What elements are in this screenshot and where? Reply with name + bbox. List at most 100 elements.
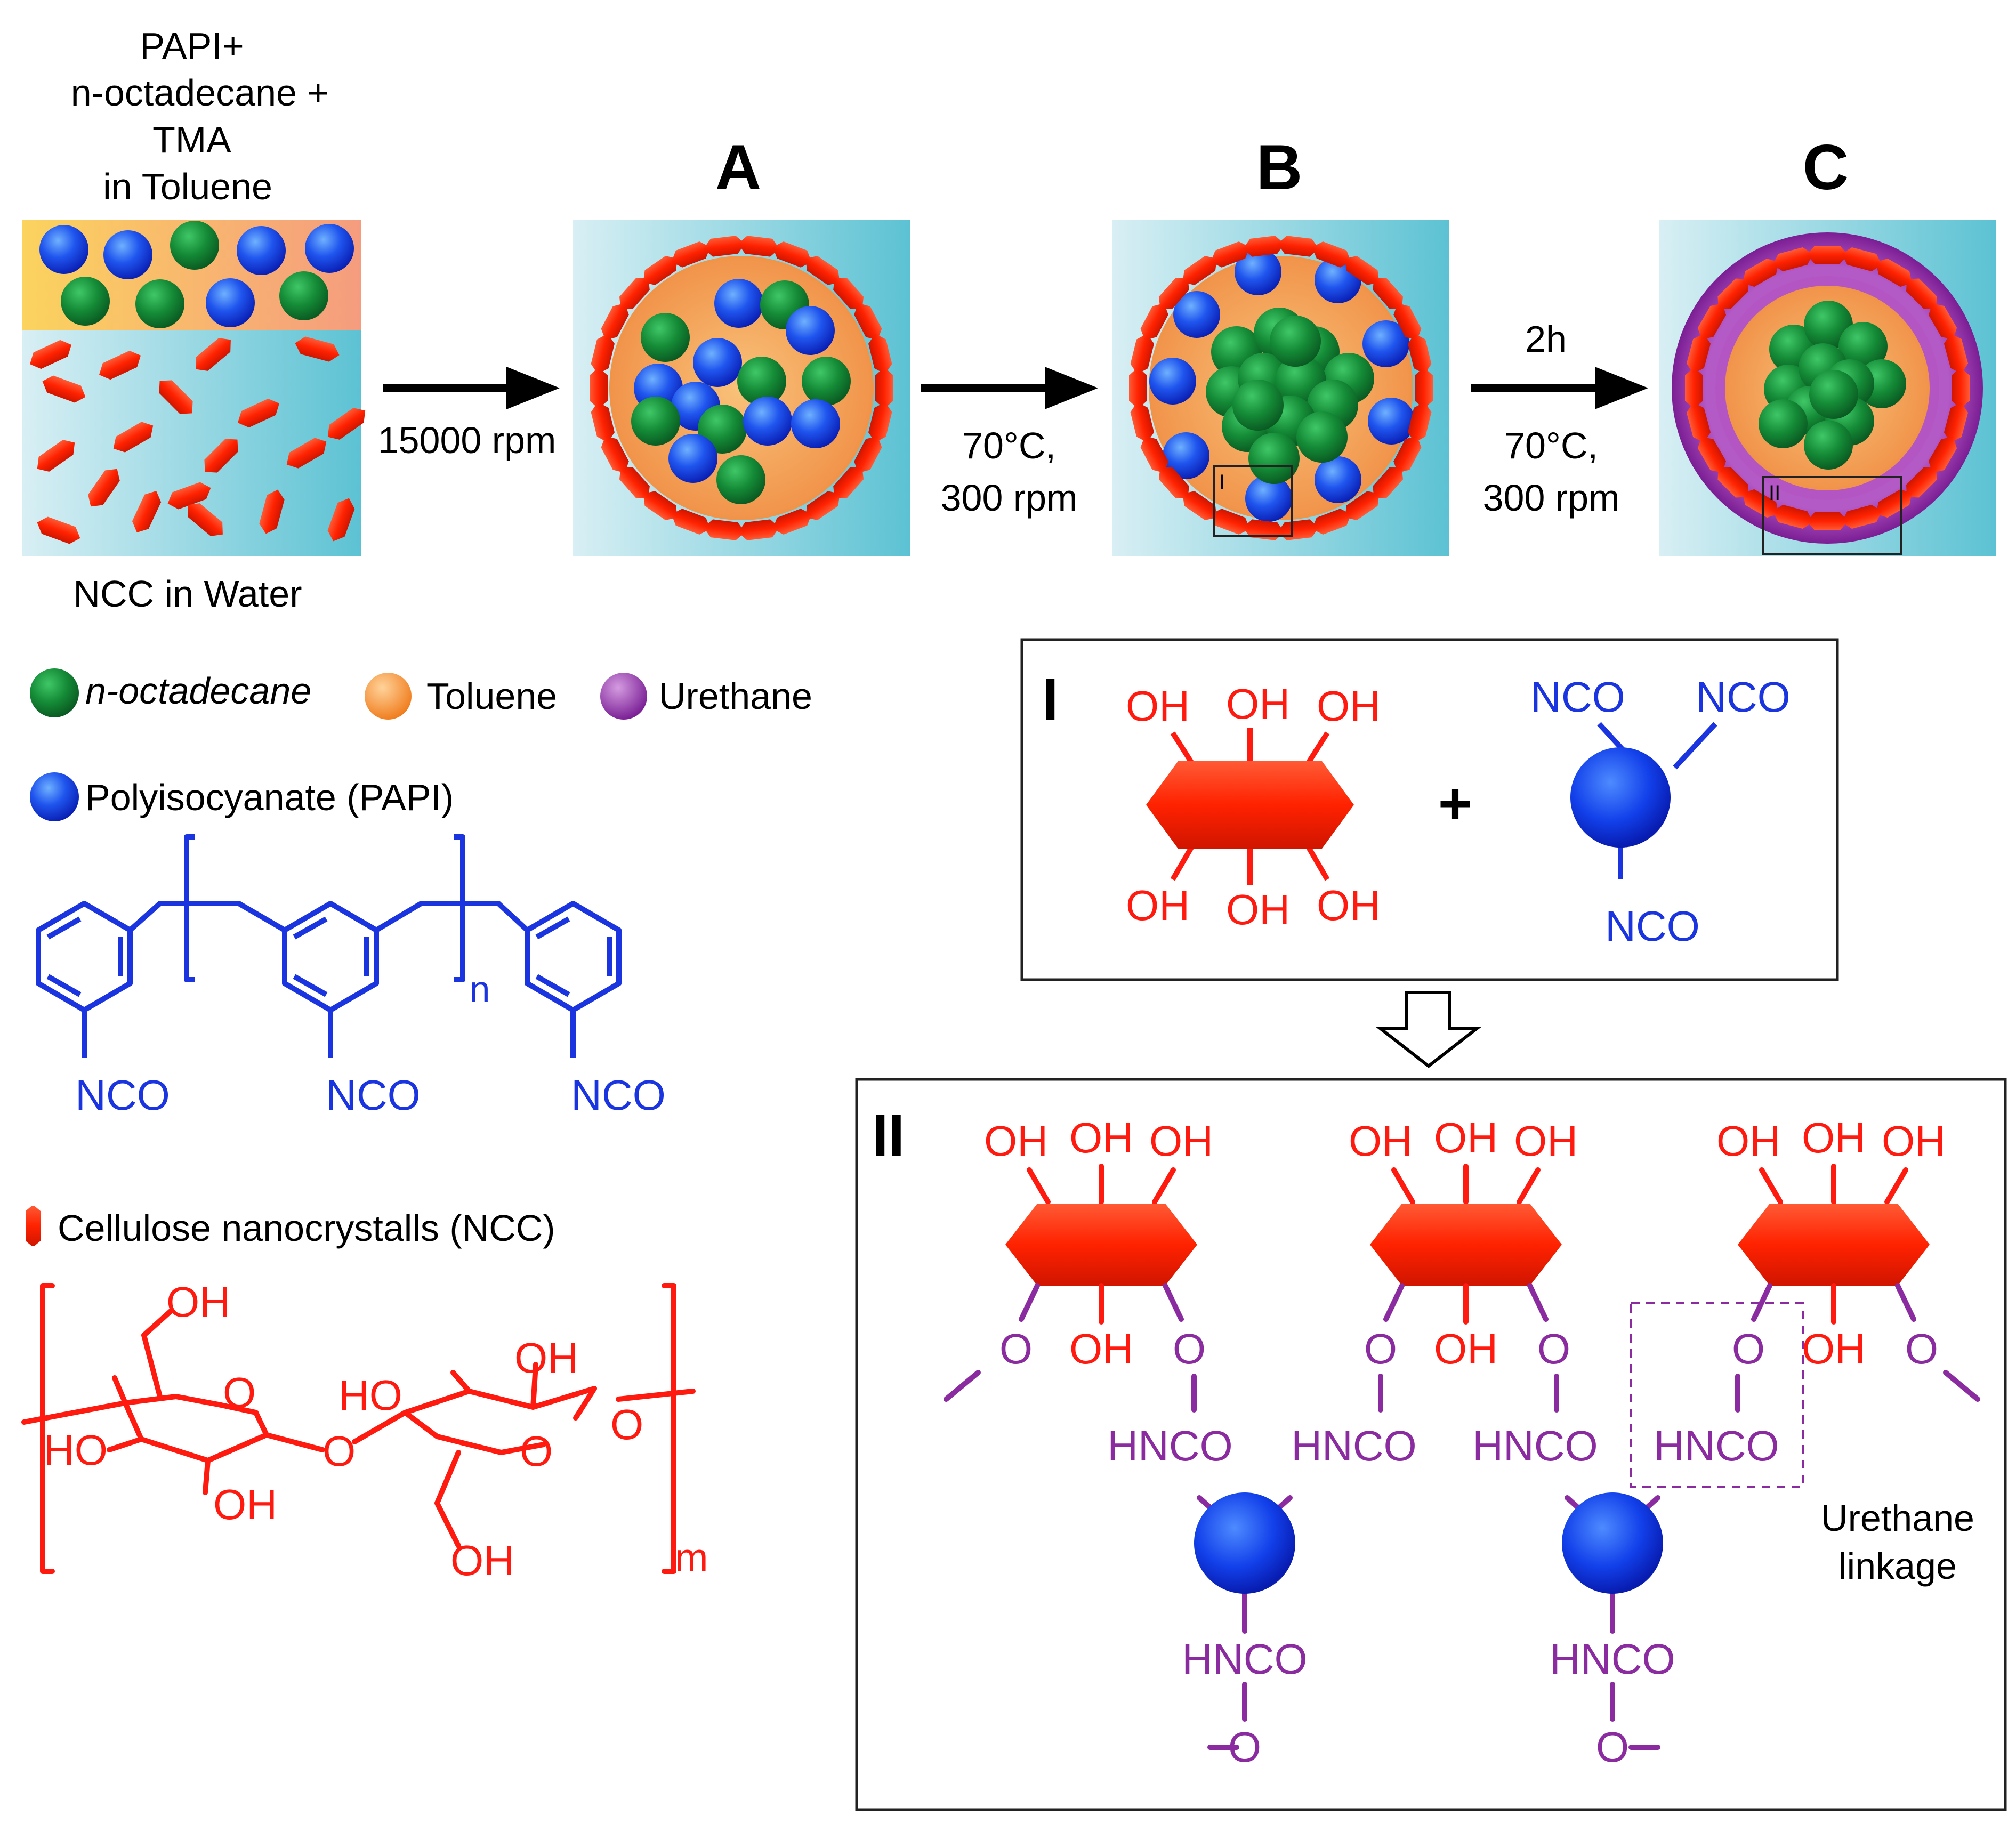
ncc-rod [99, 350, 141, 380]
pickering-emulsion-a [573, 220, 910, 556]
ncc-rod [327, 408, 366, 440]
ncc-oh-bottom-left: OH [213, 1481, 277, 1528]
ncc-rod [1807, 246, 1848, 264]
ncc-rod [1772, 247, 1813, 272]
arrow-3: 2h 70°C, 300 rpm [1471, 318, 1648, 519]
octadecane-bead [170, 221, 219, 270]
ncc-o-ring-2: O [520, 1427, 553, 1475]
papi-bead [1173, 291, 1220, 338]
legend-papi: Polyisocyanate (PAPI) [85, 777, 454, 818]
ncc-rod [1697, 303, 1727, 340]
ncc-o-ring-1: O [223, 1369, 256, 1416]
panel-ii-hnco-lower: HNCO [1550, 1635, 1675, 1683]
papi-bead [1235, 248, 1281, 295]
papi-swatch [30, 772, 79, 821]
panel-i-nco-labels: NCO NCO NCO [1530, 673, 1791, 950]
arrow-3-speed: 300 rpm [1483, 477, 1620, 519]
papi-bead [1362, 320, 1409, 367]
octadecane-bead [1296, 411, 1348, 463]
ncc-rod [88, 469, 120, 507]
ncc-rod [738, 236, 780, 257]
ncc-rod [805, 255, 840, 285]
papi-nco-3: NCO [571, 1071, 666, 1119]
octadecane-bead [716, 455, 765, 504]
ncc-rod [1158, 278, 1189, 309]
panel-ii-label: II [872, 1103, 905, 1168]
octadecane-bead [1804, 421, 1853, 470]
panel-ii-hnco: HNCO [1107, 1422, 1233, 1470]
ncc-rod [591, 402, 615, 443]
ncc-rod [1928, 437, 1957, 473]
ncc-rod [772, 241, 812, 268]
panel-ii-oh-top: OH [984, 1117, 1048, 1165]
legend-octadecane: n-octadecane [85, 670, 311, 712]
papi-bead [206, 278, 255, 327]
panel-ii-o: O [1364, 1325, 1397, 1373]
urethane-linkage-line-2: linkage [1838, 1545, 1957, 1587]
ncc-rod [1906, 466, 1937, 498]
ncc-rod [1686, 402, 1711, 443]
input-label-line-1: PAPI+ [140, 25, 244, 67]
bond [1759, 1167, 1783, 1205]
octadecane-bead [135, 279, 184, 328]
ncc-rod [167, 482, 211, 510]
ncc-rod [1944, 333, 1969, 374]
panel-ii-oh-top: OH [1802, 1114, 1866, 1161]
panel-ii-o: O [999, 1325, 1033, 1373]
panel-ii-o: O [1537, 1325, 1570, 1373]
ncc-rod [643, 255, 678, 285]
ncc-o-bridge: O [322, 1427, 356, 1475]
papi-bead [103, 230, 152, 279]
octadecane-bead [1248, 433, 1300, 484]
ncc-rod [37, 516, 80, 544]
ncc-rod [1373, 278, 1404, 309]
bond [1943, 1370, 1980, 1402]
ncc-rod [1243, 236, 1285, 257]
bond [1391, 1167, 1415, 1205]
ncc-rod [1876, 258, 1912, 287]
ncc-rod [196, 338, 231, 371]
panel-ii-oh-top: OH [1069, 1114, 1133, 1161]
ncc-oh-top-right: OH [514, 1334, 578, 1382]
capsule-c-ncc-shell [1685, 246, 1970, 530]
ncc-rod [1130, 402, 1154, 443]
ncc-rod [1277, 236, 1319, 257]
octadecane-bead [1809, 370, 1858, 419]
droplet-b: I [1112, 220, 1449, 556]
panel-ii-oh-top: OH [1882, 1117, 1946, 1165]
ncc-rod [671, 509, 711, 535]
ncc-rod [703, 519, 745, 540]
ncc-rod [1876, 489, 1912, 518]
octadecane-bead [802, 357, 851, 406]
ncc-rod [1928, 303, 1957, 340]
octadecane-bead [61, 277, 110, 326]
ncc-ho-left: HO [44, 1426, 108, 1474]
ncc-rod [1952, 367, 1970, 409]
ncc-rod [1743, 489, 1779, 518]
panel-ii-oh-bottom: OH [1434, 1325, 1498, 1373]
input-label: PAPI+ n-octadecane + TMA in Toluene [71, 25, 329, 207]
papi-bead [237, 226, 286, 275]
ncc-rod [833, 467, 864, 498]
droplet-a-beads [631, 279, 851, 504]
droplet-b-beads [1149, 248, 1415, 522]
panel-i-oh-1: OH [1126, 682, 1190, 730]
ncc-rod [738, 519, 780, 540]
bond [1884, 1167, 1908, 1205]
ncc-rods-in-water [30, 336, 366, 544]
arrow-3-temp: 70°C, [1504, 425, 1598, 466]
ncc-rod [1373, 467, 1404, 498]
panel-ii-oh-top: OH [1434, 1114, 1498, 1161]
papi-bead [1149, 358, 1196, 405]
ncc-rod [1717, 466, 1749, 498]
ncc-swatch [26, 1206, 41, 1246]
capsule-c-beads [1759, 301, 1906, 470]
ncc-rod [833, 278, 864, 309]
octadecane-bead [641, 313, 690, 362]
inset-i-marker [1213, 465, 1293, 537]
legend: n-octadecane Toluene Urethane Polyisocya… [26, 668, 812, 1249]
